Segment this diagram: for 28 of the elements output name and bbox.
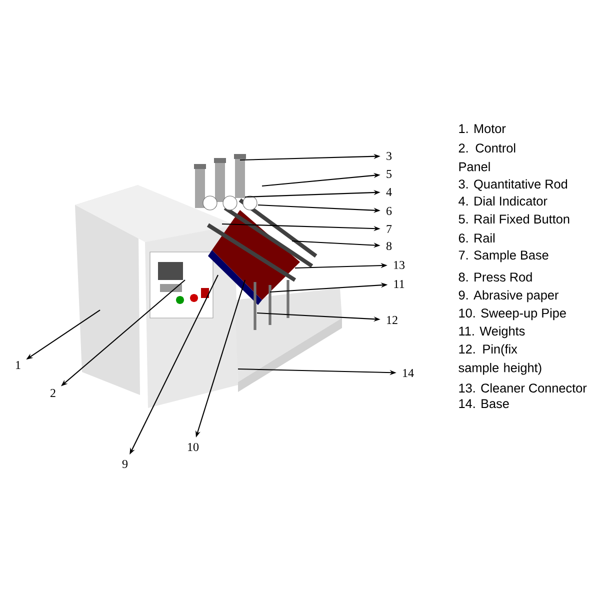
part-list-item: 14. Base (459, 399, 509, 408)
part-list-item: 2. Control Panel (458, 143, 516, 172)
callout-number: 1 (16, 361, 20, 369)
part-list-item: 7. Sample Base (458, 250, 548, 262)
callout-number: 8 (386, 242, 392, 250)
part-list-item: 3. Quantitative Rod (458, 179, 568, 191)
part-list-item: 6. Rail (458, 233, 494, 243)
callout-number: 2 (50, 389, 56, 397)
callout-number: 14 (403, 369, 414, 377)
callout-number: 11 (394, 280, 404, 288)
callout-number: 5 (386, 170, 392, 178)
part-list-item: 10. Sweep-up Pipe (459, 308, 566, 320)
part-list-item: 11. Weights (459, 326, 525, 338)
part-list-item: 12. Pin(fix sample height) (458, 344, 542, 375)
callout-number: 13 (394, 260, 405, 270)
callout-number: 6 (386, 206, 392, 216)
part-list-item: 4. Dial Indicator (458, 196, 548, 206)
callout-number: 7 (386, 225, 392, 233)
callout-number: 10 (188, 442, 199, 452)
callout-number: 12 (387, 316, 398, 324)
part-list-item: 5. Rail Fixed Button (458, 214, 570, 224)
part-list-item: 9. Abrasive paper (458, 290, 558, 302)
callout-number: 4 (386, 188, 392, 196)
part-list-item: 1. Motor (459, 124, 506, 134)
callout-number: 9 (122, 460, 128, 468)
callout-number: 3 (386, 152, 392, 160)
part-list-item: 8. Press Rod (458, 272, 532, 282)
part-list-item: 13. Cleaner Connector (459, 383, 587, 393)
